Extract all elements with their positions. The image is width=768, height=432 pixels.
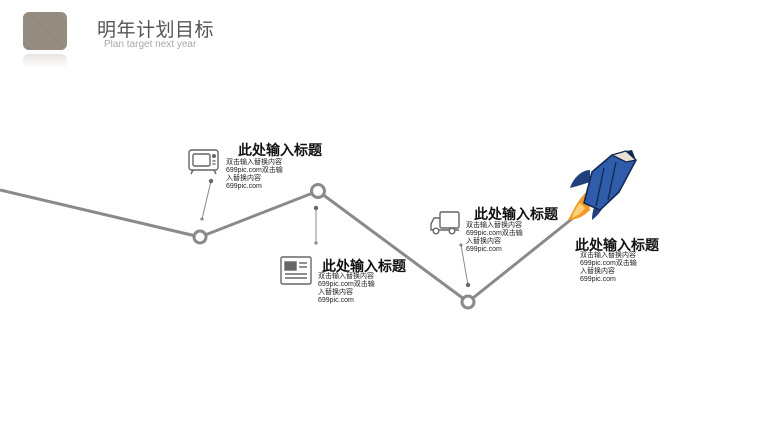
connector-line: [201, 180, 212, 220]
truck-icon: [430, 211, 460, 235]
logo-reflection: [23, 54, 67, 68]
item-title-3: 此处输入标题: [474, 207, 558, 223]
item-title-1: 此处输入标题: [238, 143, 322, 159]
item-body-line: 699pic.com双击输: [318, 281, 375, 288]
timeline-node: [192, 229, 208, 245]
item-body-4: 双击输入替换内容 699pic.com双击输 入替换内容 699pic.com: [580, 252, 642, 284]
connector-dot: [200, 217, 204, 221]
item-body-1: 双击输入替换内容 699pic.com双击输 入替换内容 699pic.com: [226, 159, 288, 191]
item-body-line: 699pic.com双击输: [226, 167, 283, 174]
item-body-line: 入替换内容: [580, 268, 615, 275]
item-body-line: 入替换内容: [466, 238, 501, 245]
item-body-2: 双击输入替换内容 699pic.com双击输 入替换内容 699pic.com: [318, 273, 380, 305]
connector-dot: [208, 178, 214, 184]
tv-icon: [188, 149, 219, 175]
connector-line: [460, 244, 469, 286]
page-title: 明年计划目标: [97, 19, 215, 41]
item-body-line: 双击输入替换内容: [226, 159, 282, 166]
connector-dot: [465, 282, 471, 288]
timeline-node: [460, 294, 476, 310]
timeline-node: [310, 183, 326, 199]
item-body-line: 入替换内容: [318, 289, 353, 296]
item-body-line: 699pic.com: [580, 276, 616, 283]
logo-block: [23, 12, 67, 50]
item-body-line: 双击输入替换内容: [580, 252, 636, 259]
connector-dot: [314, 241, 318, 245]
item-body-line: 699pic.com双击输: [466, 230, 523, 237]
newspaper-icon: [280, 256, 312, 285]
item-body-line: 双击输入替换内容: [466, 222, 522, 229]
connector-dot: [459, 243, 463, 247]
item-body-line: 699pic.com: [318, 297, 354, 304]
item-body-3: 双击输入替换内容 699pic.com双击输 入替换内容 699pic.com: [466, 222, 528, 254]
item-body-line: 699pic.com双击输: [580, 260, 637, 267]
item-title-2: 此处输入标题: [322, 259, 406, 275]
item-body-line: 入替换内容: [226, 175, 261, 182]
pencil-rocket-icon: [568, 150, 637, 220]
item-body-line: 699pic.com: [226, 183, 262, 190]
connector-dot: [313, 205, 319, 211]
item-body-line: 699pic.com: [466, 246, 502, 253]
item-title-4: 此处输入标题: [575, 238, 659, 254]
page-subtitle: Plan target next year: [104, 39, 197, 50]
item-body-line: 双击输入替换内容: [318, 273, 374, 280]
